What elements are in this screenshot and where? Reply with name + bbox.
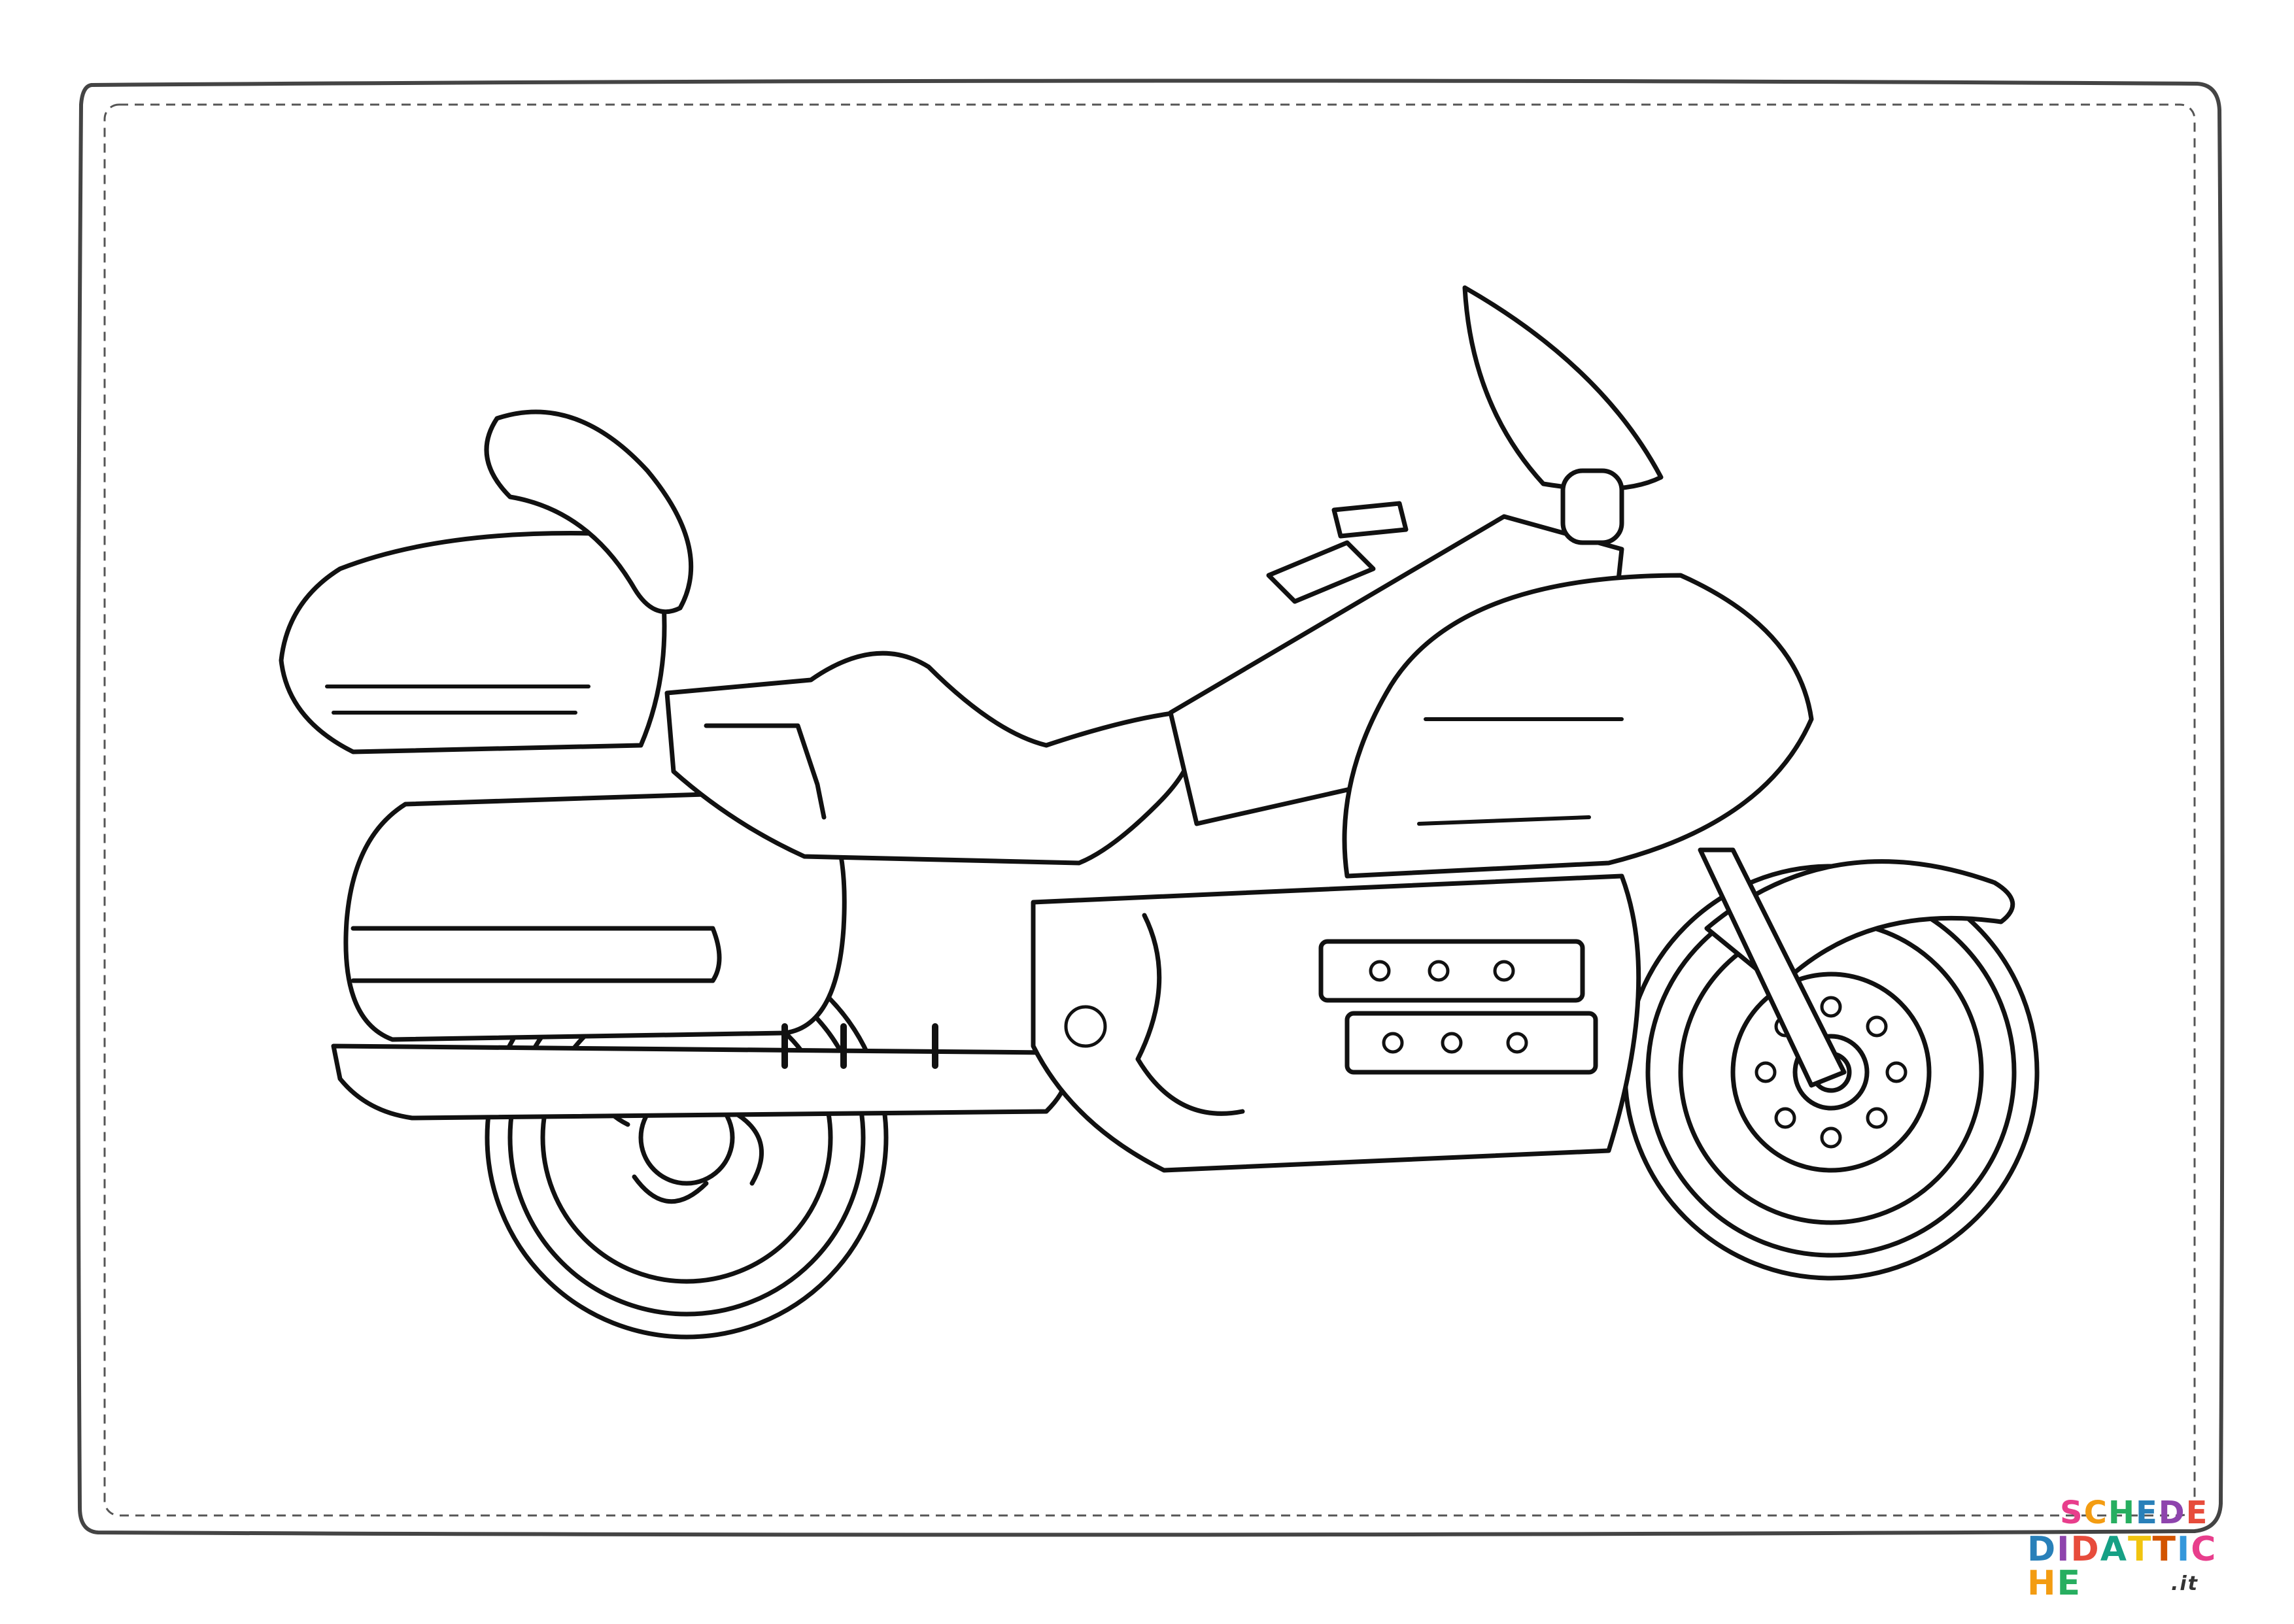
logo-letter: D xyxy=(2027,1530,2057,1569)
inner-dashed-frame xyxy=(103,103,2196,1517)
logo-line-3: .it xyxy=(2171,1572,2199,1595)
logo-letter: D xyxy=(2158,1495,2186,1531)
logo-letter: H xyxy=(2027,1564,2057,1603)
motorcycle-icon xyxy=(279,285,2040,1340)
logo-letter: S xyxy=(2060,1495,2084,1531)
logo-letter: C xyxy=(2083,1495,2108,1531)
front-fork xyxy=(1698,847,1847,1088)
engine xyxy=(1031,873,1641,1173)
top-box xyxy=(279,531,667,754)
handlebar xyxy=(1266,501,1409,604)
logo-letter: A xyxy=(2100,1530,2128,1569)
logo-letter: I xyxy=(2176,1530,2191,1569)
brand-logo: SCHEDE DIDATTICHE .it xyxy=(2027,1497,2223,1602)
exhaust-pipe xyxy=(331,1043,1069,1121)
logo-letter: E xyxy=(2185,1495,2209,1531)
fairing xyxy=(1342,573,1814,879)
mirror xyxy=(1560,468,1624,545)
logo-letter: E xyxy=(2135,1495,2159,1531)
logo-letter: E xyxy=(2057,1564,2082,1603)
windshield xyxy=(1462,285,1664,492)
logo-letter: I xyxy=(2057,1530,2071,1569)
logo-line-1: SCHEDE xyxy=(2060,1497,2208,1529)
logo-letter: C xyxy=(2191,1530,2217,1569)
logo-letter: T xyxy=(2152,1530,2177,1569)
backrest xyxy=(484,409,694,615)
logo-line-2: DIDATTICHE xyxy=(2027,1532,2223,1600)
outer-frame xyxy=(76,78,2225,1537)
logo-letter: H xyxy=(2108,1495,2136,1531)
logo-letter: D xyxy=(2070,1530,2100,1569)
logo-letter: T xyxy=(2127,1530,2153,1569)
